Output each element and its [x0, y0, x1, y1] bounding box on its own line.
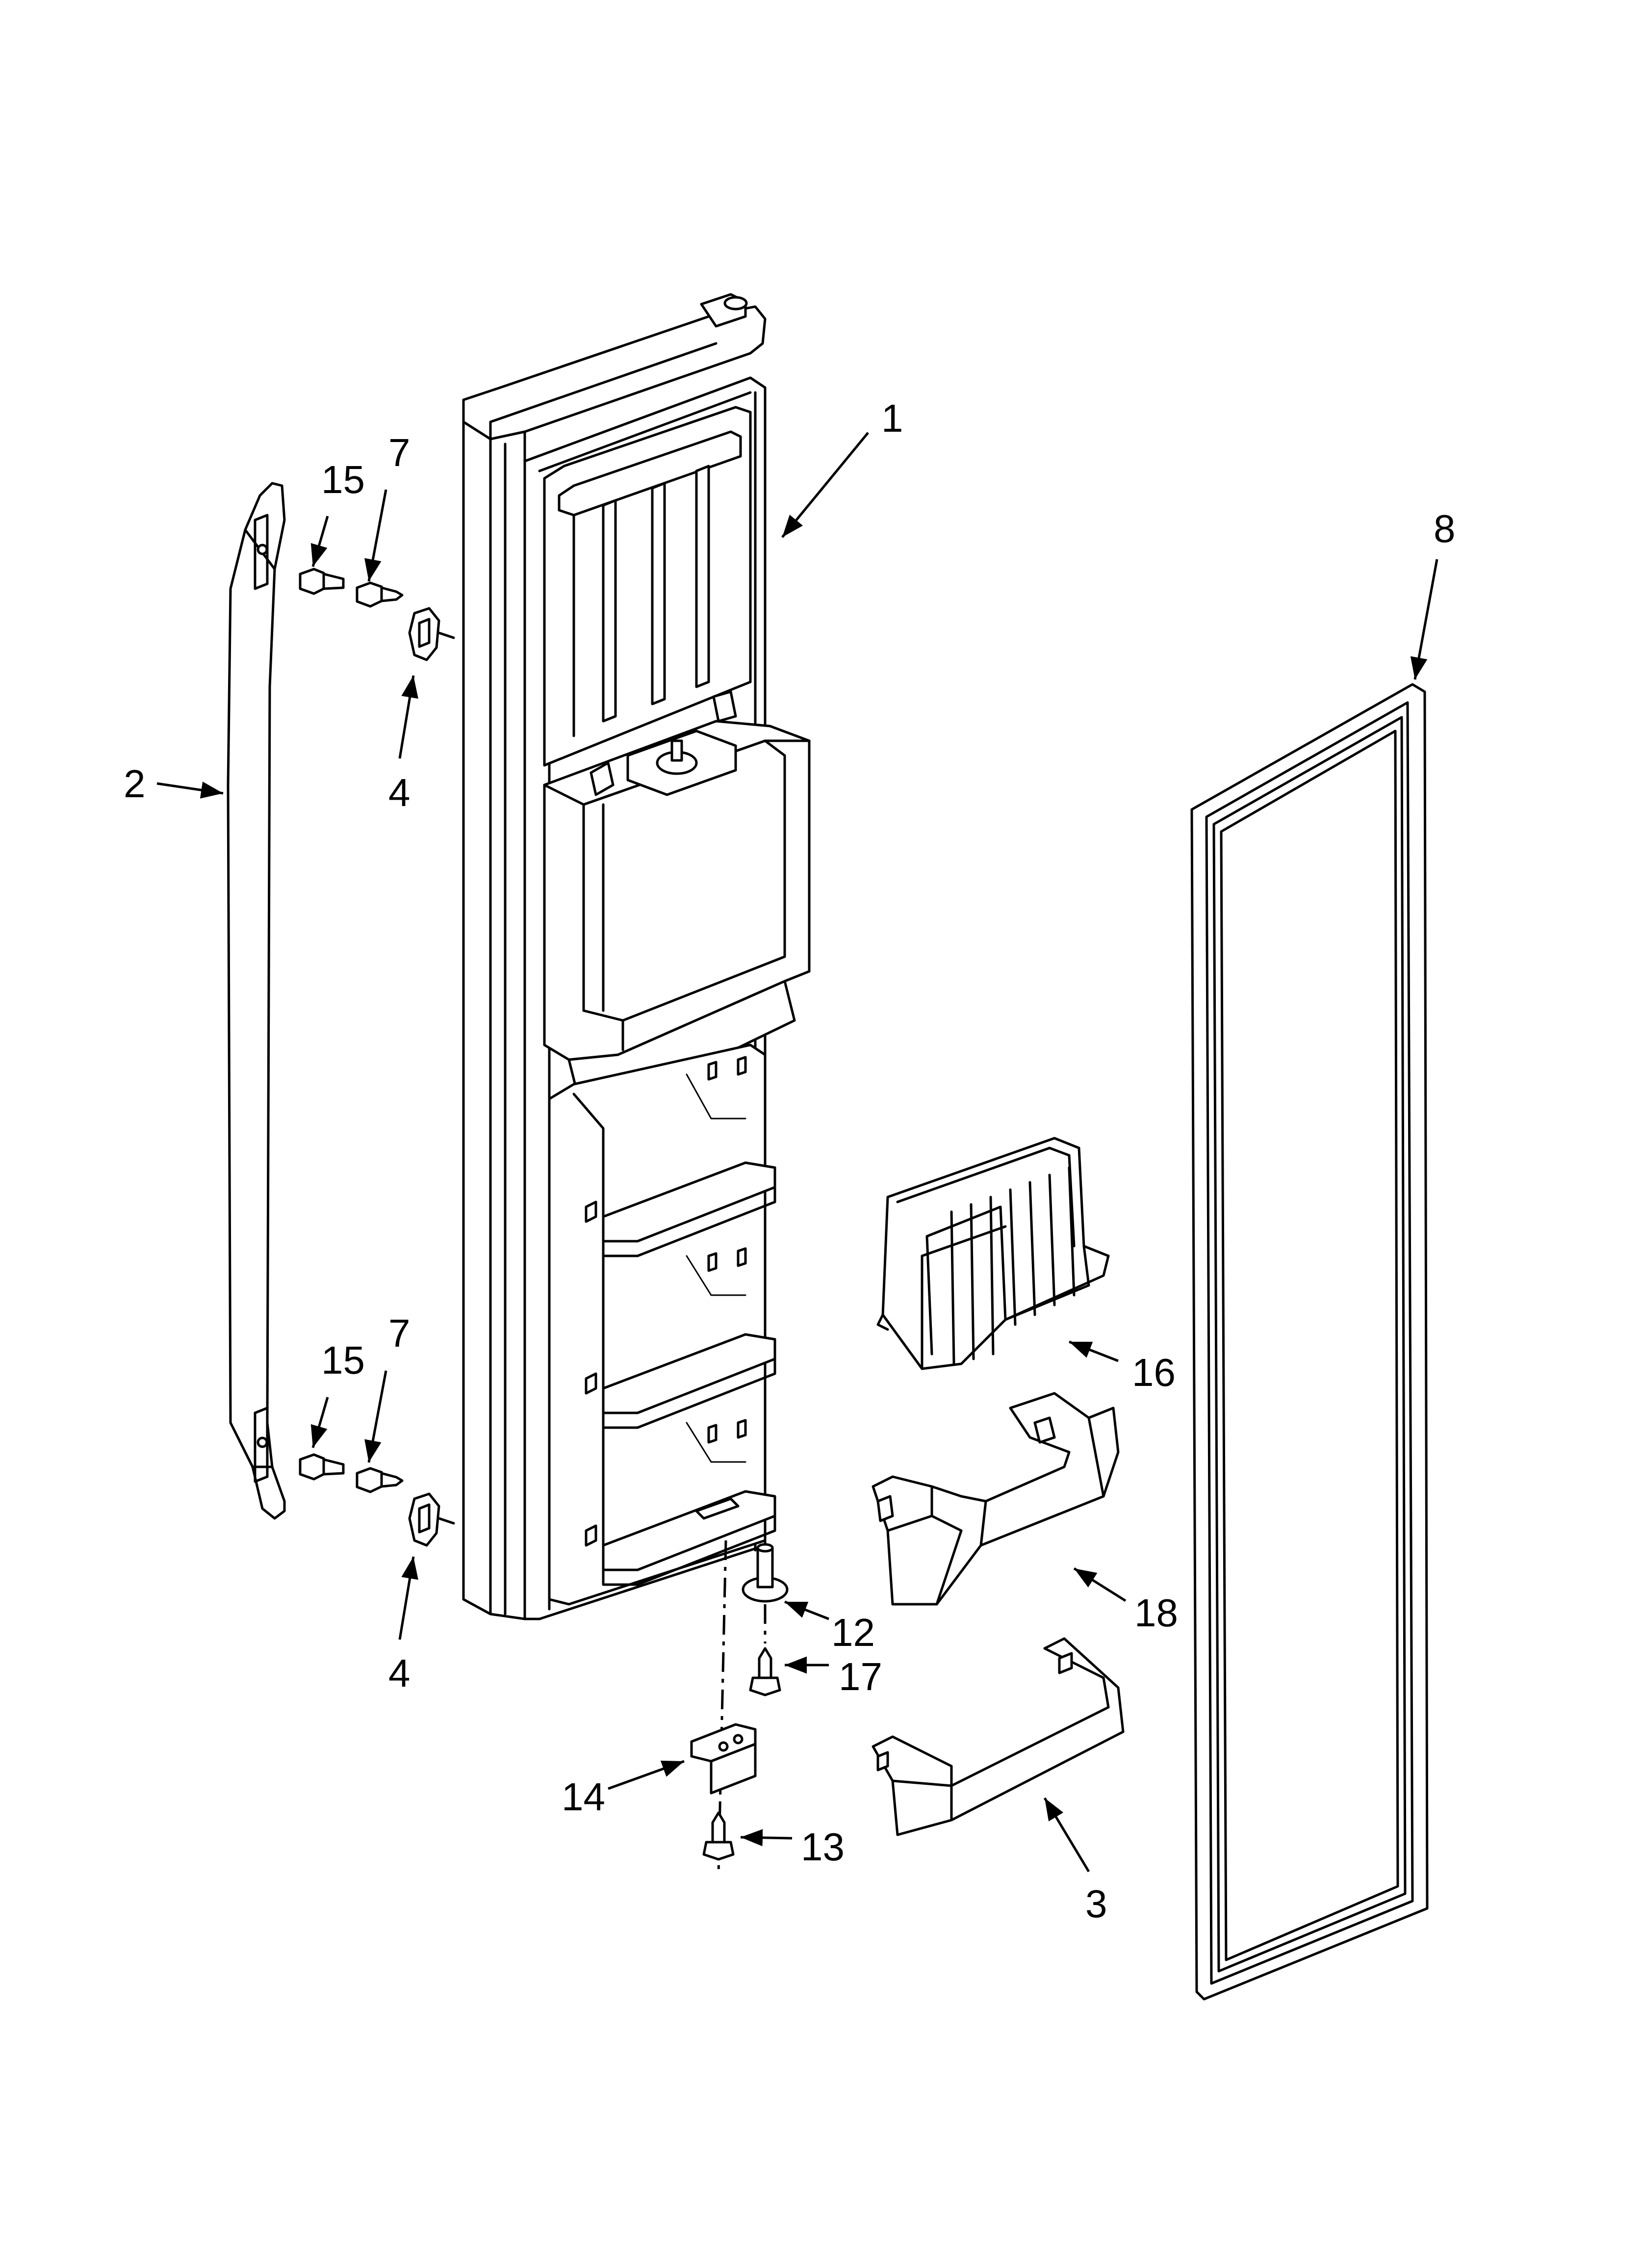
screw-15-bottom: [299, 1453, 345, 1481]
door-assembly: [462, 293, 811, 1620]
callout-15-top: 15: [321, 458, 365, 501]
callout-18: 18: [1134, 1591, 1178, 1635]
callout-7-bottom: 7: [388, 1311, 410, 1355]
leader-lines: [156, 432, 1438, 1873]
door-bin: [872, 1637, 1125, 1836]
callout-17: 17: [839, 1655, 882, 1698]
screw-7-bottom: [356, 1467, 404, 1493]
callout-3: 3: [1085, 1882, 1107, 1926]
handle-clip-bottom: [408, 1492, 455, 1547]
screw-17: [749, 1647, 781, 1696]
callout-4-top: 4: [388, 771, 410, 814]
hinge-pin: [742, 1543, 789, 1603]
callout-12: 12: [831, 1611, 875, 1654]
callout-16: 16: [1132, 1351, 1176, 1394]
hinge-bracket: [690, 1723, 757, 1795]
screw-13: [702, 1811, 735, 1861]
screw-15-top: [299, 568, 345, 595]
callout-15-bottom: 15: [321, 1338, 365, 1382]
callout-4-bottom: 4: [388, 1651, 410, 1695]
callout-13: 13: [801, 1825, 845, 1869]
callout-7-top: 7: [388, 431, 410, 474]
wire-basket: [876, 1137, 1110, 1370]
callout-8: 8: [1434, 507, 1456, 550]
door-gasket: [1190, 683, 1429, 2001]
handle-clip-top: [408, 607, 455, 661]
callout-2: 2: [124, 762, 146, 806]
callout-14: 14: [562, 1775, 605, 1819]
screw-7-top: [356, 581, 404, 608]
handle: [227, 482, 286, 1520]
door-bin-frame: [872, 1392, 1120, 1606]
callout-1: 1: [881, 396, 903, 440]
